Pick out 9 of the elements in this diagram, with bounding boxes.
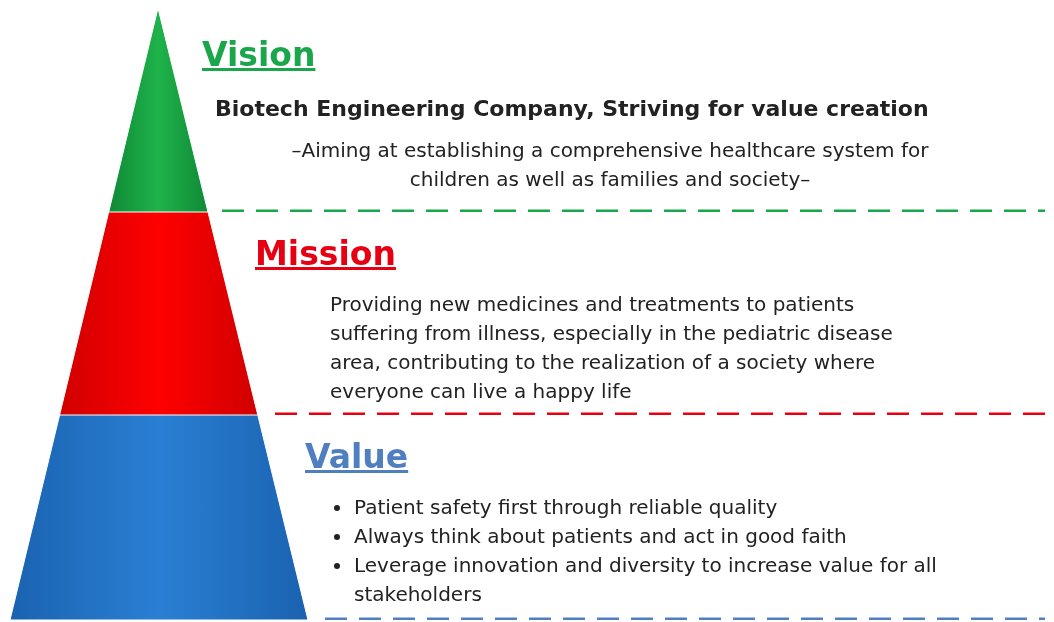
tier-heading: Mission (255, 234, 396, 273)
tier-heading: Vision (202, 35, 316, 74)
bullet-text: Leverage innovation and diversity to increase value for all stakeholders (354, 552, 938, 608)
bullet-text: Always think about patients and act in good faith (354, 523, 848, 550)
bullet-text: Patient safety first through reliable quality (354, 494, 779, 521)
tagline-text: Biotech Engineering Company, Striving for value creation (215, 95, 930, 123)
description-text: Providing new medicines and treatments to patients suffering from illness, especially in the pediatric disease area, contributing to the realization of a society where everyone can live a happy life (330, 291, 894, 405)
tier-heading: Value (305, 437, 409, 476)
subtitle-text: –Aiming at establishing a comprehensive healthcare system for children as well as families and society– (290, 137, 930, 193)
